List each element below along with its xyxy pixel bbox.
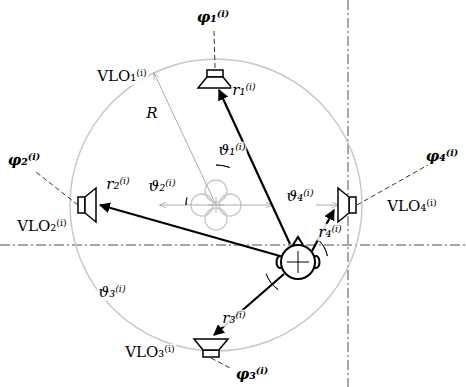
orientation-line — [36, 172, 78, 205]
angle-arc — [186, 198, 188, 205]
symbol-label: φ₃⁽ⁱ⁾ — [235, 366, 270, 383]
distance-arrow — [100, 205, 280, 256]
loudspeaker-symbol — [194, 339, 228, 357]
symbol-label: r₂⁽ⁱ⁾ — [105, 176, 131, 193]
axis-line — [0, 245, 466, 246]
orientation-line — [211, 358, 230, 368]
symbol-label: VLO₃⁽ⁱ⁾ — [124, 344, 176, 361]
axis-line — [348, 0, 349, 387]
reference-arrow — [160, 205, 216, 206]
symbol-label: ϑ₄⁽ⁱ⁾ — [285, 188, 314, 205]
angle-arc — [266, 274, 278, 290]
reference-arrow — [216, 205, 272, 206]
symbol-label: ϑ₂⁽ⁱ⁾ — [147, 178, 176, 195]
radius-circle — [70, 59, 362, 351]
symbol-label: r₃⁽ⁱ⁾ — [221, 310, 247, 327]
symbol-label: φ₂⁽ⁱ⁾ — [7, 152, 42, 169]
loudspeaker-symbol — [338, 188, 356, 222]
symbol-label: ϑ₃⁽ⁱ⁾ — [97, 284, 126, 301]
orientation-line — [214, 30, 215, 68]
symbol-label: VLO₂⁽ⁱ⁾ — [16, 218, 68, 235]
symbol-label: ϑ₁⁽ⁱ⁾ — [217, 142, 246, 159]
loudspeaker-symbol — [198, 70, 232, 88]
loudspeaker-symbol — [78, 188, 96, 222]
reference-arrow — [316, 205, 338, 206]
symbol-label: φ₁⁽ⁱ⁾ — [196, 9, 231, 26]
symbol-label: VLO₄⁽ⁱ⁾ — [386, 198, 438, 215]
symbol-label: r₁⁽ⁱ⁾ — [231, 82, 257, 99]
symbol-label: VLO₁⁽ⁱ⁾ — [96, 68, 148, 85]
symbol-label: r₄⁽ⁱ⁾ — [317, 224, 343, 241]
symbol-label: R — [145, 105, 158, 122]
listener-head — [277, 237, 320, 279]
symbol-label: φ₄⁽ⁱ⁾ — [425, 148, 460, 165]
distance-arrow — [214, 274, 284, 335]
angle-arc — [320, 241, 328, 256]
angle-arc — [216, 165, 230, 167]
